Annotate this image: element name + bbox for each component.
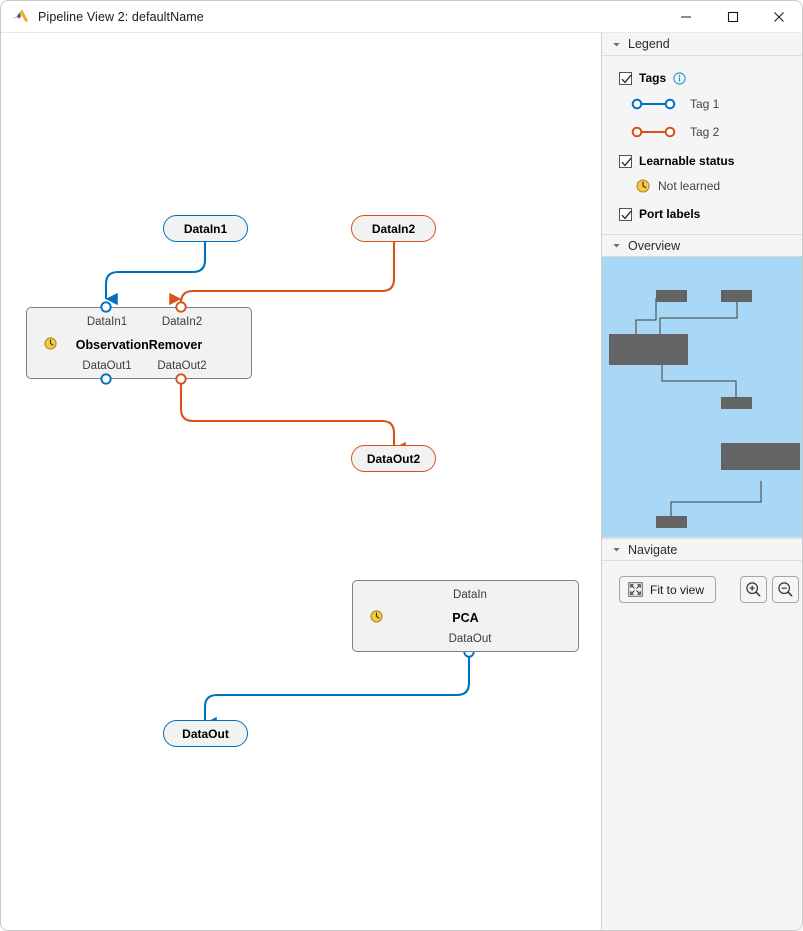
tag1-label: Tag 1 [690,97,720,111]
port-label-datain1: DataIn1 [86,316,128,328]
legend-tag1-row: Tag 1 [602,90,802,118]
chevron-down-icon[interactable] [612,40,621,49]
zoom-in-button[interactable] [740,576,768,603]
overview-section-header[interactable]: Overview [602,234,802,257]
edge-dataout2[interactable] [179,379,406,455]
port-labels-label: Port labels [639,207,701,221]
maximize-icon [727,11,739,22]
side-panel: Legend Tags [602,33,802,930]
legend-not-learned-row: Not learned [602,173,802,199]
chevron-down-icon[interactable] [612,241,621,250]
fit-to-view-button[interactable]: Fit to view [619,576,717,603]
overview-node [609,334,688,365]
port-label-dataout1: DataOut1 [82,360,132,372]
close-button[interactable] [756,1,802,32]
block-title: PCA [452,611,479,625]
port-labels-checkbox[interactable] [619,207,632,221]
overview-node [656,290,687,302]
navigate-section-title: Navigate [628,542,678,557]
title-bar: Pipeline View 2: defaultName [1,1,802,33]
legend-body: Tags Tag 1 [602,56,802,234]
not-learned-clock-icon [44,337,57,350]
terminal-label: DataOut [182,726,229,741]
legend-learnable-status-row[interactable]: Learnable status [602,149,802,173]
block-title: ObservationRemover [75,338,203,352]
legend-tags-row[interactable]: Tags [602,66,802,90]
zoom-in-icon [746,582,761,597]
terminal-dataout[interactable]: DataOut [163,720,248,747]
terminal-dataout2[interactable]: DataOut2 [351,445,436,472]
matlab-logo-icon [11,8,29,22]
terminal-label: DataIn1 [183,221,228,236]
overview-node [721,397,752,409]
port-label-datain2: DataIn2 [161,316,203,328]
edge-datain1[interactable] [104,242,207,306]
pipeline-canvas[interactable]: DataIn1 DataIn2 DataIn1 DataIn2 Observat… [2,33,602,930]
legend-tag2-row: Tag 2 [602,118,802,146]
connection-layer [104,242,471,730]
terminal-datain2[interactable]: DataIn2 [351,215,436,242]
tags-checkbox[interactable] [619,71,632,85]
fit-to-view-icon [628,582,643,597]
fit-to-view-label: Fit to view [650,582,705,597]
overview-minimap[interactable] [602,257,802,538]
tag2-label: Tag 2 [690,125,720,139]
overview-node [656,516,687,528]
zoom-out-icon [778,582,793,597]
block-pca[interactable]: DataIn PCA DataOut [352,580,579,652]
terminal-label: DataIn2 [371,221,416,236]
window-title: Pipeline View 2: defaultName [38,9,204,24]
navigate-section-header[interactable]: Navigate [602,538,802,561]
port-label-dataout: DataOut [448,633,492,645]
learnable-status-checkbox[interactable] [619,154,632,168]
not-learned-clock-icon [370,610,383,623]
terminal-datain1[interactable]: DataIn1 [163,215,248,242]
legend-section-header[interactable]: Legend [602,33,802,56]
check-icon [621,210,632,219]
block-observation-remover[interactable]: DataIn1 DataIn2 ObservationRemover DataO… [26,307,252,379]
port-label-datain: DataIn [453,589,487,601]
chevron-down-icon[interactable] [612,545,621,554]
overview-node [721,290,752,302]
port-label-dataout2: DataOut2 [157,360,207,372]
check-icon [621,157,632,166]
learnable-status-label: Learnable status [639,154,735,168]
check-icon [621,74,632,83]
overview-section-title: Overview [628,238,681,253]
maximize-button[interactable] [710,1,756,32]
tag2-swatch-icon [631,126,676,138]
tag1-swatch-icon [631,98,676,110]
zoom-out-button[interactable] [772,576,800,603]
legend-port-labels-row[interactable]: Port labels [602,202,802,226]
overview-graph [609,290,800,528]
overview-node [721,443,800,470]
edge-dataout[interactable] [203,652,471,730]
info-icon[interactable] [673,71,686,85]
clock-icon [636,179,650,193]
navigate-body: Fit to view [602,561,802,603]
tags-label: Tags [639,71,667,85]
minimize-icon [681,15,691,18]
legend-section-title: Legend [628,37,670,51]
minimize-button[interactable] [663,1,709,32]
not-learned-label: Not learned [658,179,721,193]
close-icon [774,11,784,22]
edge-datain2[interactable] [169,242,396,306]
terminal-label: DataOut2 [366,451,421,466]
